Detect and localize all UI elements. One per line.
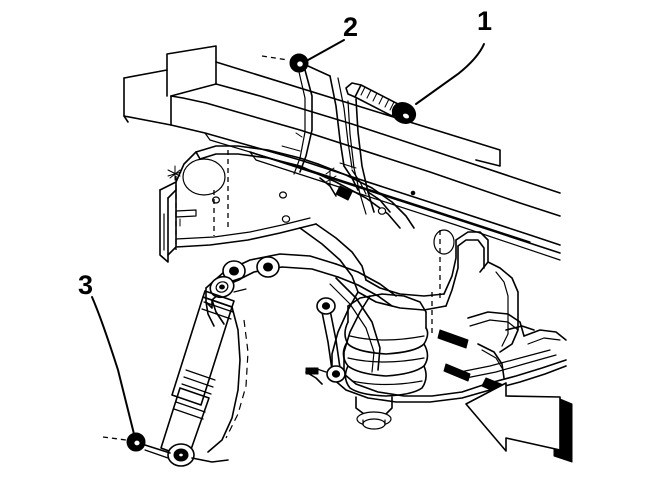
air-spring bbox=[342, 293, 429, 430]
direction-of-vehicle-travel-arrow bbox=[465, 382, 573, 463]
lower-bushing-eye bbox=[167, 443, 195, 467]
callout-label-3: 3 bbox=[78, 270, 94, 300]
frame-mounting-bracket bbox=[159, 145, 415, 263]
callout-leader-lines bbox=[91, 39, 485, 435]
upper-bushing-eye bbox=[209, 275, 247, 299]
weld-mark-icon bbox=[167, 165, 182, 181]
leader-line-2 bbox=[307, 39, 345, 61]
frame-crossmember bbox=[299, 223, 567, 403]
callout-label-2: 2 bbox=[343, 12, 359, 42]
stabilizer-bar bbox=[305, 277, 381, 385]
shock-absorber bbox=[160, 275, 249, 467]
lower-mounting-bolt bbox=[102, 432, 229, 463]
lower-control-arm bbox=[205, 253, 397, 327]
upper-mounting-bolt bbox=[319, 75, 417, 215]
leader-line-3 bbox=[91, 296, 135, 435]
leader-line-1 bbox=[415, 43, 485, 105]
upper-mounting-nut bbox=[261, 53, 331, 175]
vehicle-frame-rail bbox=[123, 45, 561, 261]
axle-detail bbox=[437, 311, 567, 395]
callout-label-1: 1 bbox=[477, 6, 493, 36]
